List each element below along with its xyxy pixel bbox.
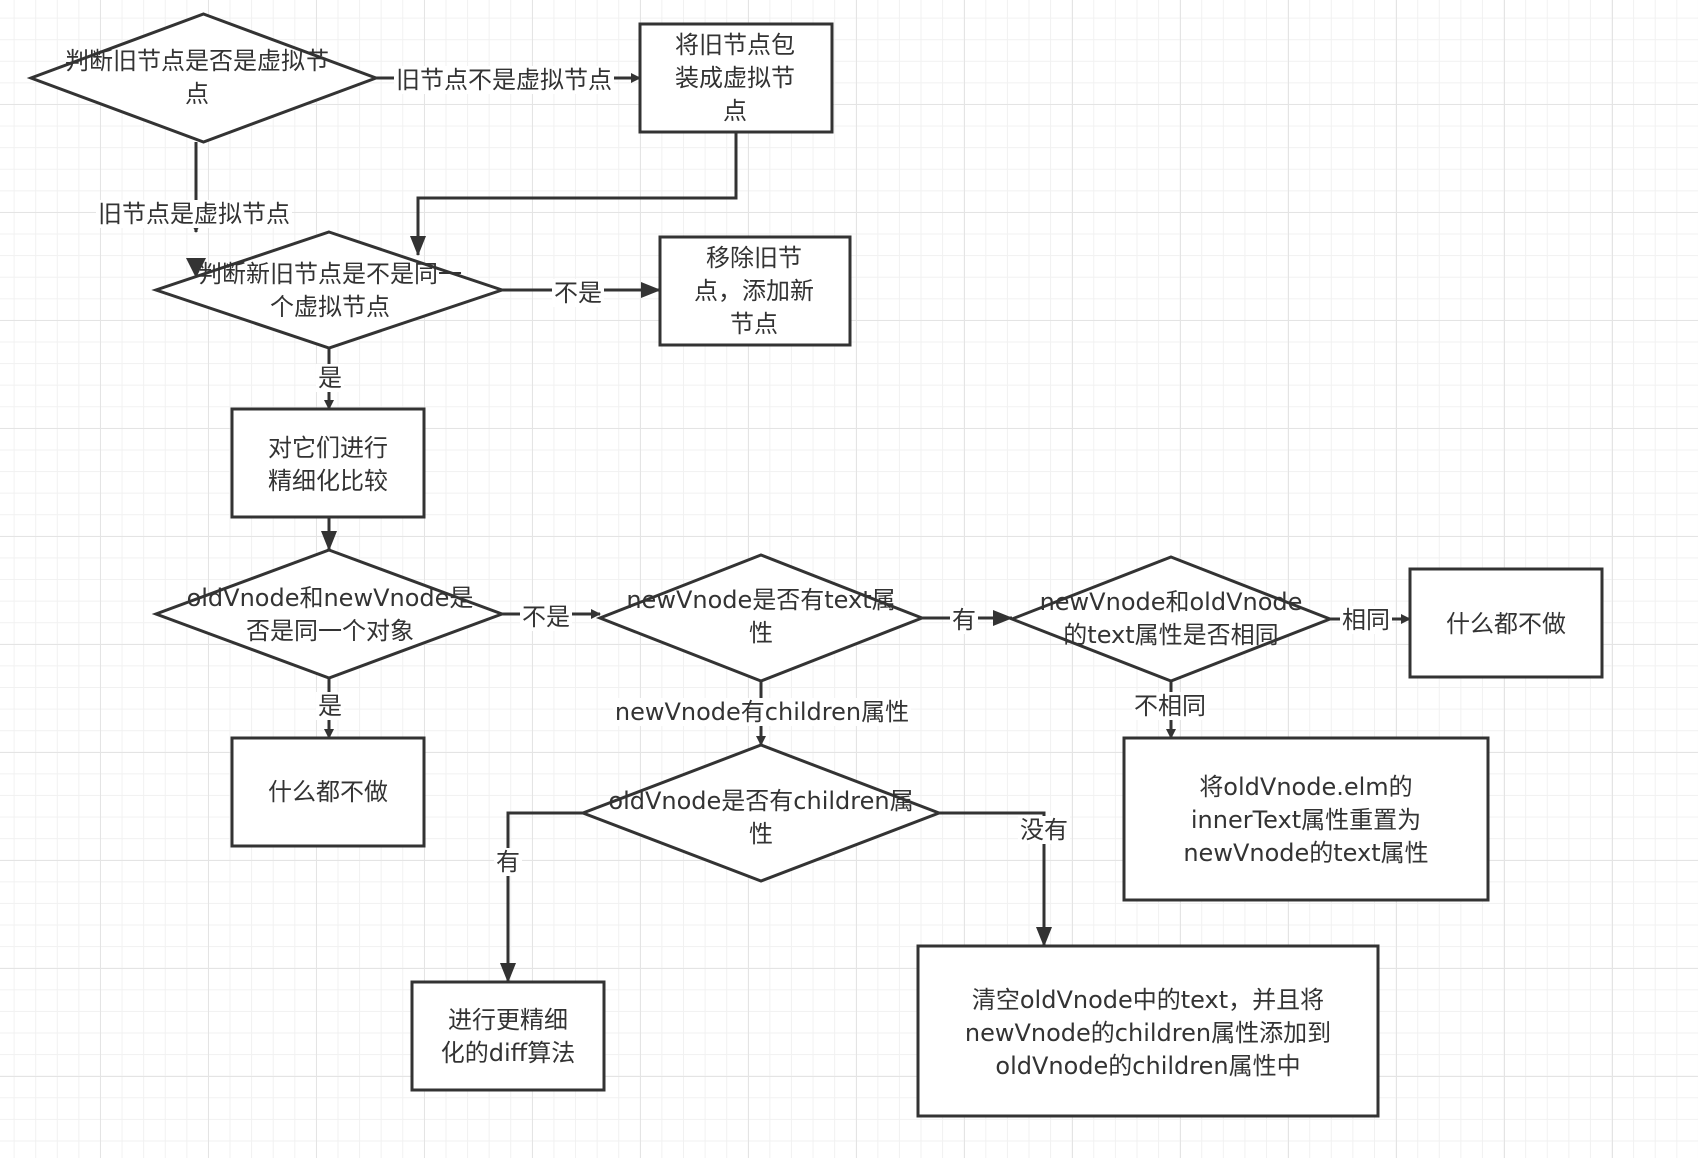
edge-label-n1-n3: 旧节点是虚拟节点: [96, 200, 292, 228]
process-n4: [658, 235, 852, 347]
decision-n9: [1007, 555, 1335, 683]
decision-n6: [151, 548, 507, 680]
edge-label-n12-n14: 没有: [1018, 816, 1070, 844]
edge-label-n3-n5: 是: [316, 364, 344, 392]
connector-n12-n13: [500, 811, 583, 983]
edge-label-n9-n10: 相同: [1340, 606, 1392, 634]
process-n5: [230, 407, 426, 519]
process-n14: [916, 944, 1380, 1118]
edge-label-n6-n7: 是: [316, 692, 344, 720]
process-n10: [1408, 567, 1604, 679]
decision-n8: [595, 553, 927, 683]
edge-label-n3-n4: 不是: [552, 279, 604, 307]
connector-n12-n14: [939, 811, 1052, 947]
connector-n2-n3: [410, 132, 738, 256]
edge-label-n8-n12: newVnode有children属性: [612, 698, 912, 726]
process-n11: [1122, 736, 1490, 902]
edge-label-n9-n11: 不相同: [1132, 692, 1208, 720]
process-n2: [638, 22, 834, 134]
process-n13: [410, 980, 606, 1092]
decision-n3: [151, 230, 507, 350]
edge-label-n8-n9: 有: [950, 606, 978, 634]
process-n7: [230, 736, 426, 848]
decision-n1: [26, 12, 381, 144]
decision-n12: [578, 743, 944, 883]
edge-label-n1-n2: 旧节点不是虚拟节点: [394, 66, 614, 94]
edge-label-n6-n8: 不是: [520, 603, 572, 631]
arrowhead-n1-n3: [186, 258, 206, 278]
edge-label-n12-n13: 有: [494, 848, 522, 876]
